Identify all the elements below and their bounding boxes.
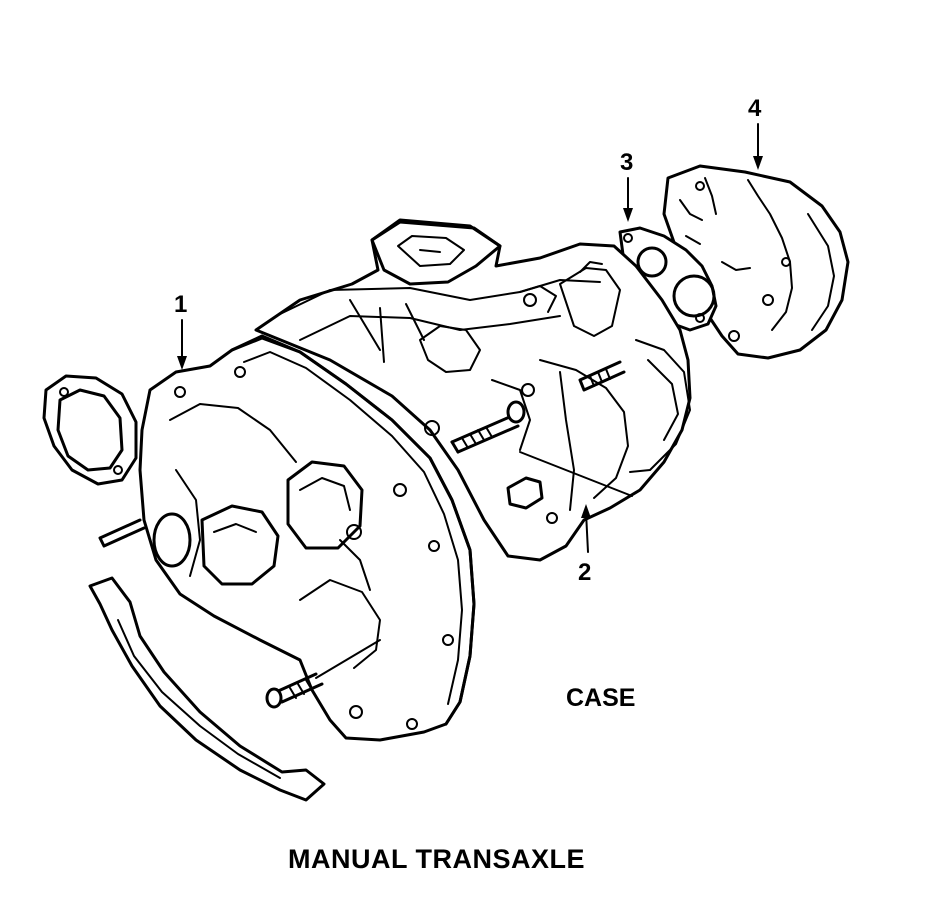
section-label: CASE — [566, 684, 635, 712]
lower-dust-cover[interactable] — [88, 576, 326, 802]
callout-3[interactable]: 3 — [620, 149, 633, 176]
callout-1[interactable]: 1 — [174, 291, 187, 318]
callout-4[interactable]: 4 — [748, 95, 762, 122]
left-cover-plate[interactable] — [42, 374, 138, 486]
callout-labels: 1 2 3 4 — [174, 95, 762, 586]
part-2-transmission-case[interactable] — [254, 218, 692, 562]
leader-lines — [177, 123, 763, 553]
part-1-clutch-housing[interactable] — [98, 334, 476, 742]
diagram-title: MANUAL TRANSAXLE — [288, 844, 585, 874]
callout-2[interactable]: 2 — [578, 559, 591, 586]
